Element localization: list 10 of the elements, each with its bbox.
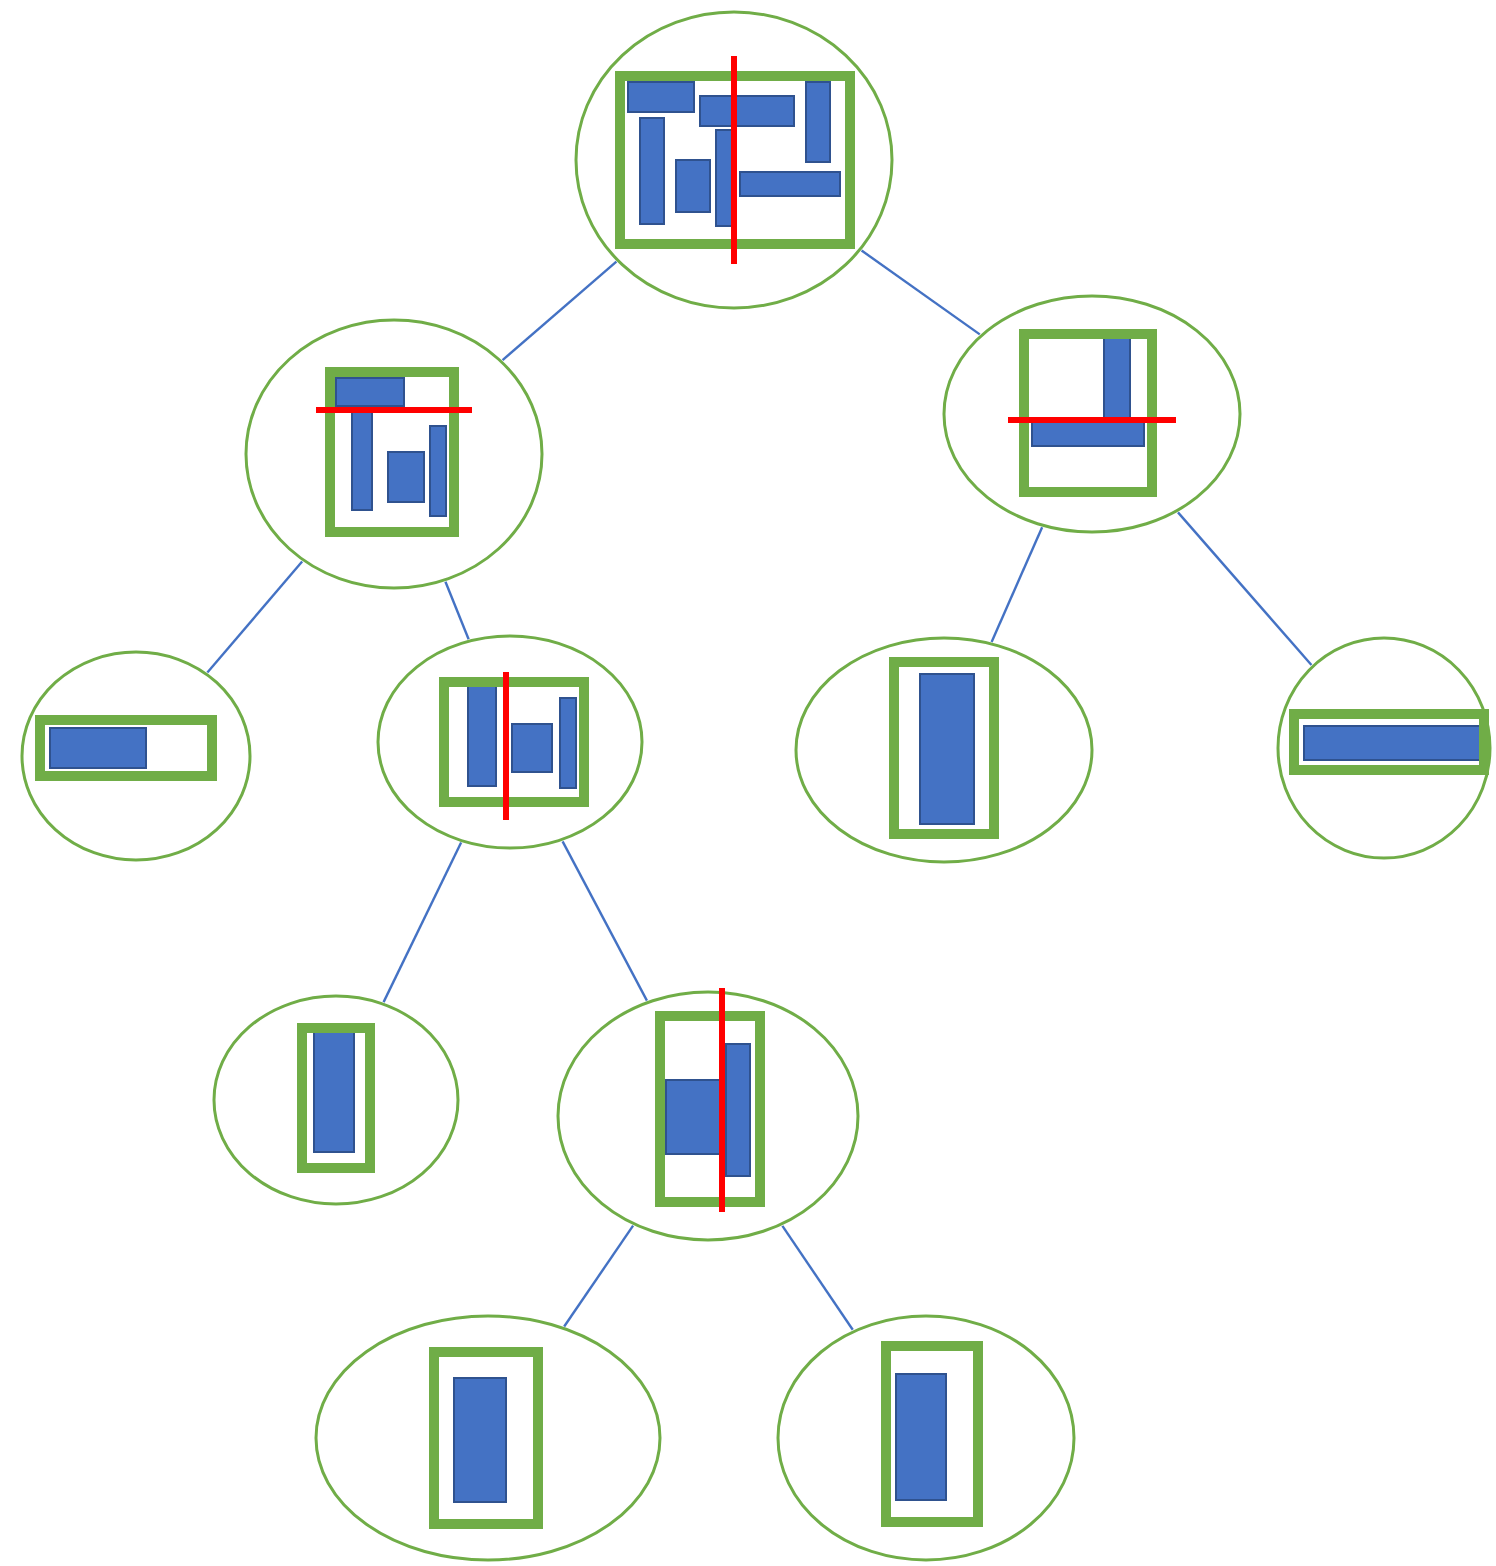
connector-line	[501, 260, 618, 362]
connector-line	[206, 560, 304, 674]
connector-line	[1177, 511, 1313, 666]
connector-line	[860, 249, 981, 336]
connector-line	[990, 526, 1044, 643]
connector-line	[444, 581, 470, 640]
connector-line	[561, 840, 648, 1002]
connector-line	[781, 1225, 854, 1331]
connector-line	[382, 842, 463, 1003]
connector-line	[563, 1224, 635, 1328]
